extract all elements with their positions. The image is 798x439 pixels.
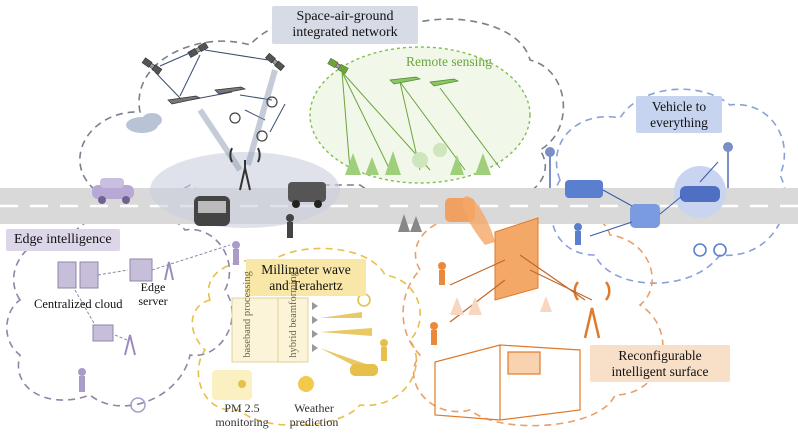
pm25-sensor-icon — [212, 370, 252, 400]
ris-label: Reconfigurable intelligent surface — [590, 345, 730, 383]
hybrid-beamforming-label: hybrid beamforming — [288, 271, 300, 358]
v2x-pedestrian-icon — [574, 223, 582, 245]
aircraft-icon — [167, 86, 247, 105]
edge-links — [74, 244, 231, 341]
ris-building-icon — [434, 344, 581, 421]
vehicle-to-everything-label: Vehicle to everything — [636, 96, 722, 134]
pm25-monitoring-label: PM 2.5 monitoring — [215, 401, 269, 429]
weather-prediction-label: Weather prediction — [289, 401, 339, 429]
centralized-cloud-label: Centralized cloud — [34, 297, 123, 311]
remote-sensing-label: Remote sensing — [406, 54, 492, 69]
remote-sensing-beams — [341, 71, 501, 171]
mmwave-panel — [231, 297, 309, 363]
car-icon — [92, 178, 134, 204]
edge-server-label: Edge server — [138, 280, 168, 308]
pedestrian-icon — [286, 214, 294, 238]
suv-icon — [288, 182, 326, 208]
ris-tree-icon — [450, 296, 552, 315]
ris-user-icon — [430, 262, 446, 345]
server-icon — [57, 258, 153, 342]
autonomous-shuttle-icon — [194, 196, 230, 226]
mmwave-beams — [320, 312, 372, 370]
sat-beam — [245, 69, 278, 166]
remote-aircraft-icon — [389, 76, 460, 87]
base-station-icon — [229, 147, 261, 191]
edge-intelligence-label: Edge intelligence — [6, 229, 120, 252]
space-air-ground-label: Space-air-ground integrated network — [272, 6, 418, 45]
tree-icon — [398, 214, 422, 232]
remote-sensing-satellite-icon — [327, 58, 349, 74]
street-lamp-icon — [545, 142, 733, 188]
ris-panel-icon — [494, 217, 539, 301]
remote-sensing-bubble — [309, 46, 531, 184]
weather-icon — [298, 376, 314, 392]
cloud-icon — [126, 113, 162, 133]
ris-lobe — [462, 196, 495, 245]
sag-links — [154, 49, 286, 133]
drone-icon — [229, 96, 278, 142]
mmwave-antenna-array-icon — [312, 302, 318, 352]
mmwave-cloud — [191, 247, 421, 426]
edge-antenna-icon — [124, 261, 174, 356]
forest-icon — [345, 143, 491, 175]
ris-antenna-icon — [573, 281, 611, 339]
satellite-icon — [141, 41, 349, 75]
baseband-processing-label: baseband processing — [242, 271, 254, 358]
v2x-car-icon — [565, 166, 726, 228]
sat-beam — [197, 108, 243, 172]
v2x-links — [589, 161, 719, 237]
edge-user-icon — [78, 241, 240, 413]
cyclist-icon — [693, 243, 727, 257]
mmwave-user-icon — [357, 293, 388, 361]
mmwave-terahertz-label: Millimeter wave and Terahertz — [246, 259, 366, 297]
mmwave-car-icon — [350, 364, 378, 376]
space-air-ground-cloud — [79, 14, 565, 207]
